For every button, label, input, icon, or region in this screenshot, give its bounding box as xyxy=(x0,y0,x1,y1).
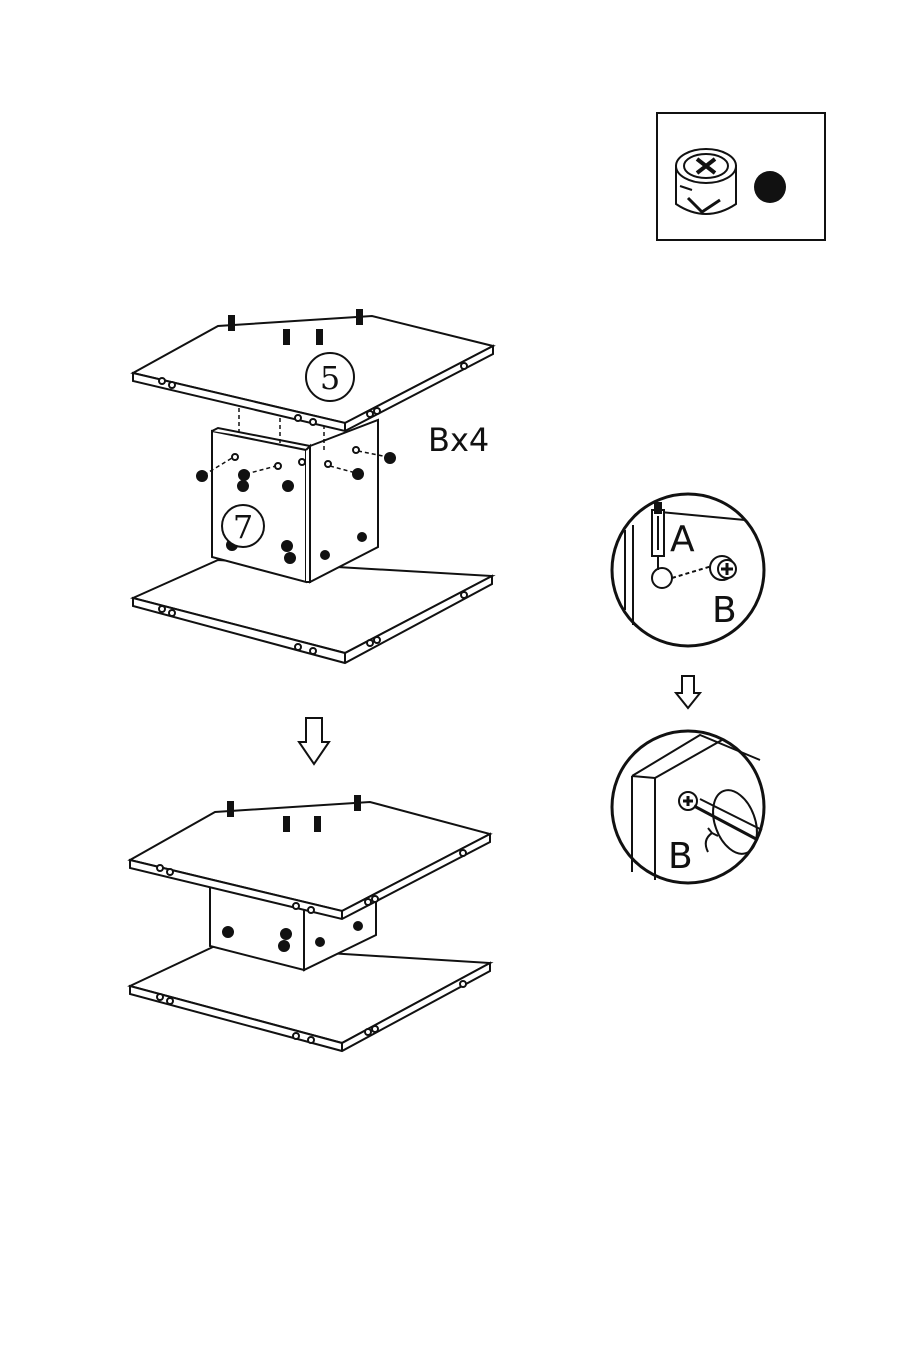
detail-2-label-b: B xyxy=(668,836,693,877)
quantity-label: Bx4 xyxy=(428,421,489,459)
down-arrow-icon xyxy=(299,718,329,764)
cam-lock-icon xyxy=(676,149,736,214)
top-panel-lower xyxy=(130,802,490,919)
upper-exploded-assembly: 7 xyxy=(133,310,493,663)
detail-view-insert: A B xyxy=(612,494,764,646)
lower-assembled-unit xyxy=(130,796,490,1051)
side-panel-7 xyxy=(212,420,378,582)
detail-view-tighten: B xyxy=(612,731,765,883)
side-panel-number: 7 xyxy=(233,508,253,546)
detail-label-a: A xyxy=(670,519,695,560)
small-down-arrow-icon xyxy=(676,676,700,708)
detail-label-b: B xyxy=(712,590,737,631)
hardware-legend-box xyxy=(657,113,825,240)
top-panel-5 xyxy=(133,316,493,431)
top-panel-number: 5 xyxy=(320,359,340,397)
filled-dot-marker-icon xyxy=(754,171,786,203)
